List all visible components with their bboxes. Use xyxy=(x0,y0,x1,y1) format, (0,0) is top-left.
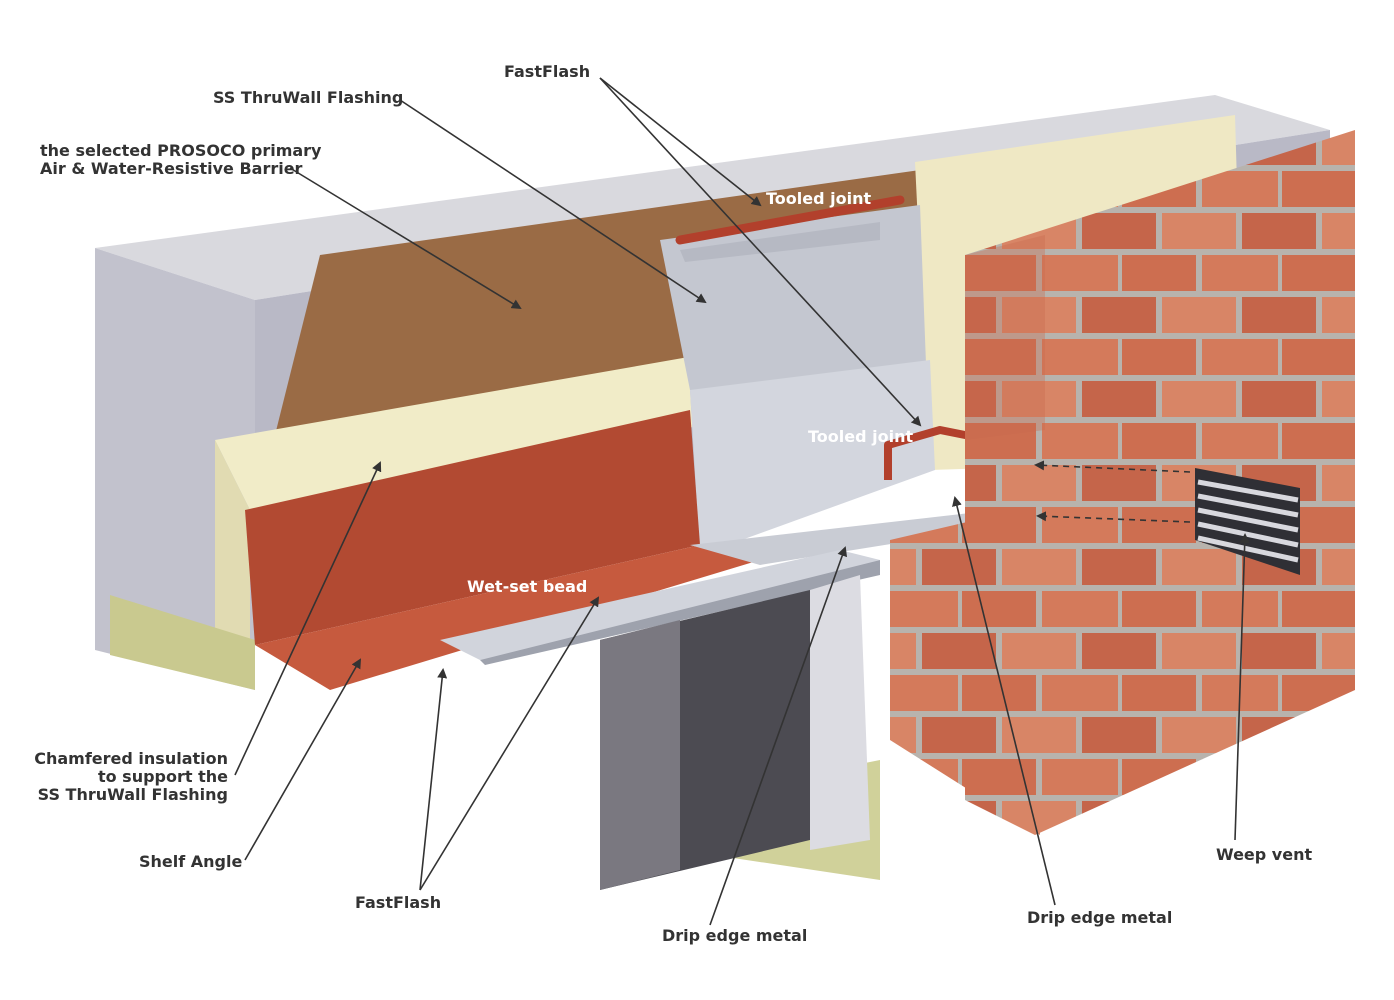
leader-shelf-angle xyxy=(244,658,361,861)
ss-thruwall-flashing xyxy=(660,205,935,555)
label-drip-edge-right: Drip edge metal xyxy=(1027,908,1173,927)
label-barrier-line2: Air & Water-Resistive Barrier xyxy=(40,159,303,178)
leader-fastflash-bottom-1 xyxy=(419,668,448,891)
label-ss-thruwall-flashing: SS ThruWall Flashing xyxy=(213,88,404,107)
brick-veneer xyxy=(890,130,1355,835)
weep-vent xyxy=(1195,468,1300,575)
fastflash-membrane xyxy=(245,410,760,690)
leader-weep-dash-2 xyxy=(1036,511,1191,523)
leader-ss-thruwall xyxy=(399,99,707,304)
label-weep-vent: Weep vent xyxy=(1216,845,1313,864)
label-barrier: the selected PROSOCO primary Air & Water… xyxy=(40,142,321,178)
leader-fastflash-top-2 xyxy=(599,77,922,427)
label-fastflash-bottom: FastFlash xyxy=(355,893,442,912)
leader-drip-right xyxy=(952,496,1056,906)
leader-barrier xyxy=(289,167,522,310)
label-barrier-line1: the selected PROSOCO primary xyxy=(40,141,322,160)
label-chamfered-insulation: Chamfered insulation to support the SS T… xyxy=(24,750,228,804)
leader-weep-dash-1 xyxy=(1034,460,1191,473)
leader-weep-vent xyxy=(1234,533,1250,841)
chamfered-insulation xyxy=(215,355,730,650)
leader-fastflash-bottom-2 xyxy=(419,596,600,891)
label-shelf-angle: Shelf Angle xyxy=(139,852,243,871)
label-tooled-joint-mid: Tooled joint xyxy=(808,427,914,446)
drip-edge-metal xyxy=(440,505,1040,665)
leader-chamfer xyxy=(234,461,382,776)
label-tooled-joint-top: Tooled joint xyxy=(766,189,872,208)
label-wet-set-bead: Wet-set bead xyxy=(467,577,588,596)
label-chamfer-line3: SS ThruWall Flashing xyxy=(37,785,228,804)
label-chamfer-line1: Chamfered insulation xyxy=(34,749,228,768)
leader-drip-left xyxy=(709,546,848,926)
leader-fastflash-top-1 xyxy=(599,77,762,207)
leader-lines xyxy=(234,77,1250,926)
label-fastflash-top: FastFlash xyxy=(504,62,591,81)
tooled-joint-top-bead xyxy=(675,195,905,245)
opening-recess xyxy=(600,575,870,890)
label-drip-edge-left: Drip edge metal xyxy=(662,926,808,945)
label-chamfer-line2: to support the xyxy=(97,767,228,786)
